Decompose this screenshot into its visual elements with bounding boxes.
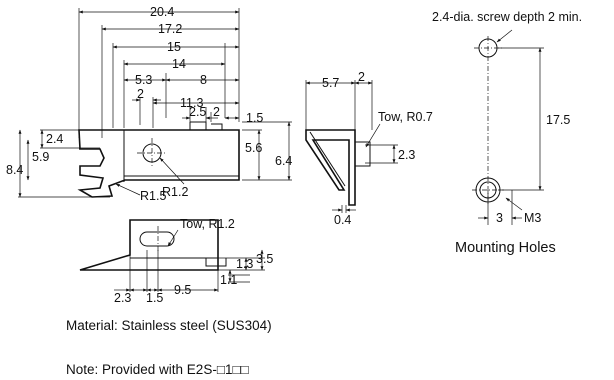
dim-2-a: 2 (137, 87, 144, 101)
bottom-view (79, 219, 265, 292)
provided-note: Note: Provided with E2S-□1□□ (66, 362, 249, 377)
dim-3: 3 (496, 211, 503, 225)
dim-17-5: 17.5 (546, 113, 570, 127)
material-note: Material: Stainless steel (SUS304) (66, 318, 272, 333)
radius-r1-2: R1.2 (162, 185, 188, 199)
dim-6-4: 6.4 (275, 154, 292, 168)
dim-2-4: 2.4 (46, 132, 63, 146)
dim-2-3-b: 2.3 (114, 291, 131, 305)
dim-1-1: 1.1 (220, 273, 237, 287)
dim-2-b: 2 (213, 105, 220, 119)
dim-2-c: 2 (358, 70, 365, 84)
dim-20-4: 20.4 (150, 5, 174, 19)
mounting-holes-title: Mounting Holes (455, 240, 556, 256)
screw-depth-note: 2.4-dia. screw depth 2 min. (432, 10, 582, 24)
mounting-holes (472, 29, 544, 225)
front-view (18, 8, 292, 198)
dim-1-3: 1.3 (236, 257, 253, 271)
dim-5-3: 5.3 (135, 73, 152, 87)
dim-0-4: 0.4 (334, 213, 351, 227)
side-view (305, 80, 398, 213)
dimension-labels: 20.4 17.2 15 14 5.3 8 2 11.3 2.5 2 1.5 2… (6, 5, 582, 305)
dim-5-6: 5.6 (245, 141, 262, 155)
dim-1-5: 1.5 (246, 111, 263, 125)
dim-1-5-b: 1.5 (146, 291, 163, 305)
tow-r0-7-label: Tow, R0.7 (378, 110, 433, 124)
dim-3-5: 3.5 (256, 252, 273, 266)
dim-5-9: 5.9 (32, 150, 49, 164)
dim-5-7: 5.7 (322, 76, 339, 90)
dim-8-4: 8.4 (6, 163, 23, 177)
dim-14: 14 (172, 57, 186, 71)
dim-2-5: 2.5 (189, 105, 206, 119)
m3-label: M3 (524, 211, 541, 225)
dim-2-3: 2.3 (398, 148, 415, 162)
dim-15: 15 (167, 40, 181, 54)
dim-17-2: 17.2 (158, 22, 182, 36)
dim-9-5: 9.5 (174, 283, 191, 297)
dim-8: 8 (200, 73, 207, 87)
tow-r1-2-label: Tow, R1.2 (180, 217, 235, 231)
dim-11-3: 11.3 (180, 96, 203, 110)
radius-r1-5: R1.5 (140, 189, 166, 203)
